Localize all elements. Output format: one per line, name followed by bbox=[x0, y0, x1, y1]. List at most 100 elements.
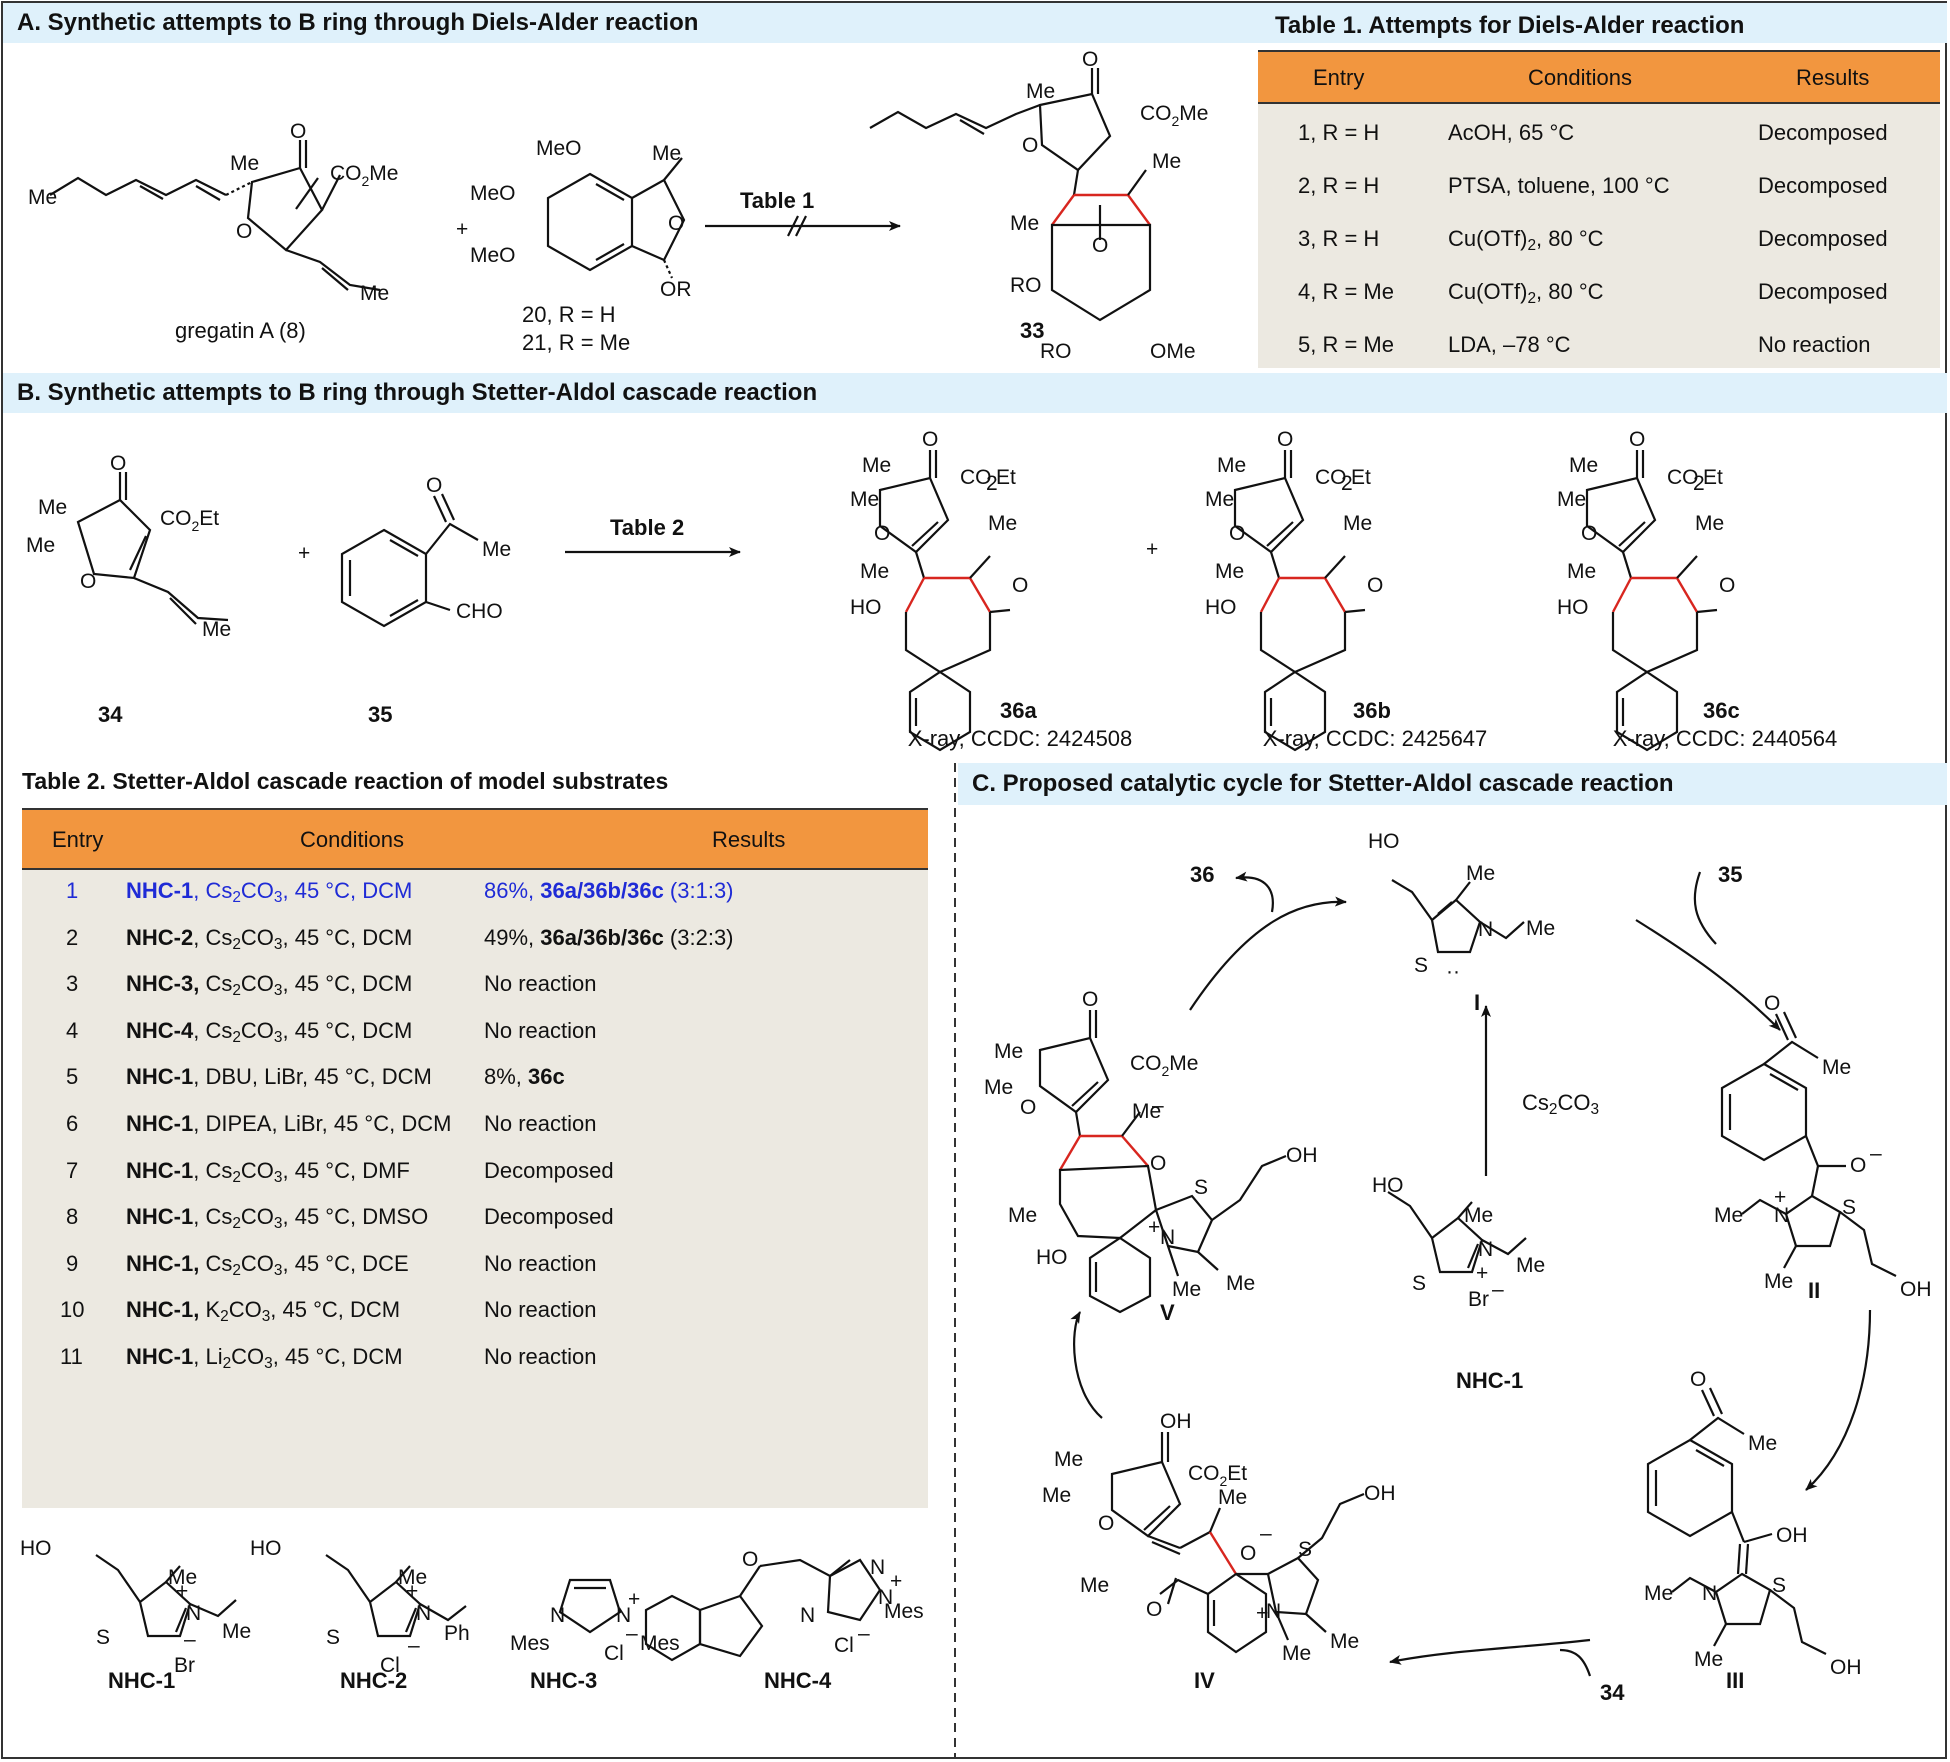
table1-entry: 3, R = H bbox=[1298, 226, 1380, 251]
section-c-header: C. Proposed catalytic cycle for Stetter-… bbox=[958, 763, 1947, 805]
table2-entry: 1 bbox=[66, 878, 79, 903]
svg-text:2: 2 bbox=[986, 472, 998, 495]
svg-text:O: O bbox=[1719, 574, 1735, 597]
compound-21-text: 21, R = Me bbox=[522, 330, 631, 355]
svg-text:+: + bbox=[1774, 1186, 1786, 1209]
svg-text:Me: Me bbox=[1217, 454, 1246, 477]
svg-text:O: O bbox=[1764, 992, 1780, 1015]
svg-text:Me: Me bbox=[1282, 1642, 1311, 1665]
svg-text:Me: Me bbox=[230, 152, 259, 175]
svg-text:Me: Me bbox=[1748, 1432, 1777, 1455]
label-r35: 35 bbox=[1718, 862, 1743, 887]
svg-text:Me: Me bbox=[652, 142, 681, 165]
svg-text:N: N bbox=[1478, 918, 1493, 941]
svg-text:N: N bbox=[550, 1604, 565, 1627]
plus-sign-c: + bbox=[1146, 538, 1158, 561]
svg-text:–: – bbox=[1492, 1278, 1504, 1301]
section-a-header: A. Synthetic attempts to B ring through … bbox=[3, 3, 1947, 43]
svg-text:O: O bbox=[1020, 1096, 1036, 1119]
compound-20-text: 20, R = H bbox=[522, 302, 616, 327]
svg-text:O: O bbox=[80, 570, 96, 593]
svg-text:OR: OR bbox=[660, 278, 692, 301]
svg-text:–: – bbox=[1260, 1522, 1272, 1545]
svg-text:HO: HO bbox=[1557, 596, 1589, 619]
svg-text:Me: Me bbox=[168, 1566, 197, 1589]
svg-text:Br: Br bbox=[1468, 1288, 1489, 1311]
svg-text:Mes: Mes bbox=[640, 1632, 680, 1655]
svg-text:Me: Me bbox=[1215, 560, 1244, 583]
table2-entry: 4 bbox=[66, 1017, 79, 1043]
label-21: 21, R = Me bbox=[522, 330, 630, 356]
label-36a: 36a bbox=[1000, 698, 1037, 723]
svg-text:O: O bbox=[1850, 1154, 1866, 1177]
svg-text:O: O bbox=[110, 452, 126, 475]
structure-33: Me O CO2Me O Me Me O RO RO OMe bbox=[869, 48, 1208, 363]
table2-col-entry: Entry bbox=[52, 827, 104, 852]
svg-text:Cl: Cl bbox=[380, 1654, 400, 1677]
table1-result: Decomposed bbox=[1758, 173, 1888, 198]
svg-text:O: O bbox=[1150, 1152, 1166, 1175]
svg-text:Me: Me bbox=[1042, 1484, 1071, 1507]
svg-text:Me: Me bbox=[1695, 512, 1724, 535]
table2-result: 49%, 36a/36b/36c (3:2:3) bbox=[484, 924, 734, 950]
svg-text:Me: Me bbox=[860, 560, 889, 583]
label-20: 20, R = H bbox=[522, 302, 616, 328]
structure-nhc1-cycle: HO Me S N + Me Br – bbox=[1372, 1174, 1545, 1311]
table2-header: Entry Conditions Results bbox=[22, 808, 928, 870]
table2-entry: 9 bbox=[66, 1250, 79, 1276]
svg-text:CO2Et: CO2Et bbox=[1188, 1462, 1247, 1489]
svg-text:Me: Me bbox=[1464, 1204, 1493, 1227]
svg-text:O: O bbox=[1690, 1368, 1706, 1391]
svg-text:O: O bbox=[290, 120, 306, 143]
svg-text:Me: Me bbox=[1054, 1448, 1083, 1471]
svg-text:Et: Et bbox=[1351, 466, 1371, 489]
svg-text:O: O bbox=[922, 428, 938, 451]
label-nhc1: NHC-1 bbox=[108, 1668, 176, 1693]
svg-text:S: S bbox=[96, 1626, 110, 1649]
table1-entry: 2, R = H bbox=[1298, 173, 1380, 198]
arrow-label-table2: Table 2 bbox=[610, 515, 685, 540]
table2-result: No reaction bbox=[484, 1017, 597, 1043]
table2-result: Decomposed bbox=[484, 1157, 614, 1183]
svg-text:N: N bbox=[616, 1604, 631, 1627]
svg-text:HO: HO bbox=[1205, 596, 1237, 619]
svg-text:Me: Me bbox=[984, 1076, 1013, 1099]
table1-title: Table 1. Attempts for Diels-Alder reacti… bbox=[1275, 12, 1745, 39]
label-36c: 36c bbox=[1703, 698, 1740, 723]
svg-text:OH: OH bbox=[1776, 1524, 1808, 1547]
svg-text:Me: Me bbox=[360, 282, 389, 305]
svg-text:Et: Et bbox=[1703, 466, 1723, 489]
structure-nhc1-small: HO Me S N + Me Br – bbox=[20, 1537, 251, 1677]
svg-text:+: + bbox=[1256, 1602, 1268, 1625]
svg-text:S: S bbox=[1194, 1176, 1208, 1199]
table2-conditions: NHC-1, Cs2CO3, 45 °C, DMSO bbox=[126, 1204, 429, 1233]
svg-text:Me: Me bbox=[1080, 1574, 1109, 1597]
table2-result: 86%, 36a/36b/36c (3:1:3) bbox=[484, 878, 734, 903]
label-base: Cs2CO3 bbox=[1522, 1090, 1599, 1117]
svg-text:O: O bbox=[1629, 428, 1645, 451]
table2-entry: 11 bbox=[60, 1344, 83, 1369]
svg-text:OH: OH bbox=[1364, 1482, 1396, 1505]
table1-header: Entry Conditions Results bbox=[1258, 50, 1940, 104]
table2-conditions: NHC-1, Cs2CO3, 45 °C, DCE bbox=[126, 1250, 409, 1279]
label-nhc2: NHC-2 bbox=[340, 1668, 408, 1693]
svg-text:OH: OH bbox=[1900, 1278, 1932, 1301]
table2-conditions: NHC-4, Cs2CO3, 45 °C, DCM bbox=[126, 1017, 413, 1046]
svg-text:Me: Me bbox=[1644, 1582, 1673, 1605]
table1-col-results: Results bbox=[1796, 65, 1870, 90]
svg-text:Me: Me bbox=[222, 1620, 251, 1643]
svg-text:Me: Me bbox=[38, 496, 67, 519]
svg-text:Me: Me bbox=[1557, 488, 1586, 511]
svg-text:CO2Et: CO2Et bbox=[160, 507, 219, 534]
svg-text:Me: Me bbox=[1330, 1630, 1359, 1653]
arrow-label-table1: Table 1 bbox=[740, 188, 815, 213]
table2-col-results: Results bbox=[712, 827, 786, 852]
label-nhc1-cycle: NHC-1 bbox=[1456, 1368, 1524, 1393]
table2-entry: 10 bbox=[60, 1297, 85, 1323]
structure-gregatin-a: Me Me O CO2Me O Me bbox=[28, 120, 398, 305]
svg-text:+: + bbox=[1476, 1262, 1488, 1285]
svg-text:N: N bbox=[1266, 1600, 1281, 1623]
table2-result: No reaction bbox=[484, 971, 597, 997]
section-c-title: C. Proposed catalytic cycle for Stetter-… bbox=[972, 770, 1674, 797]
